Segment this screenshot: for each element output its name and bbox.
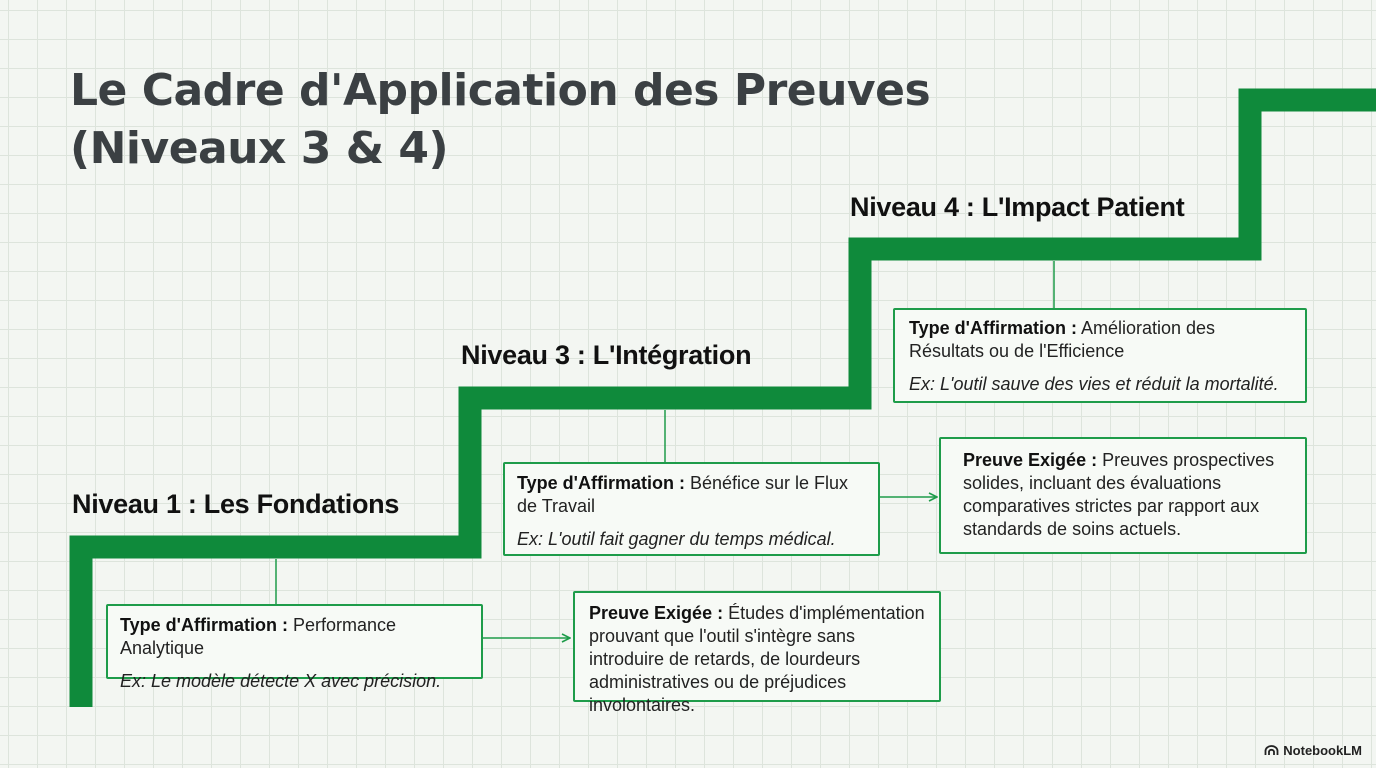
level-1-title: Niveau 1 : Les Fondations bbox=[72, 489, 400, 519]
n3-proof-card: Preuve Exigée : Preuves prospectives sol… bbox=[939, 437, 1307, 554]
n1-claim-example: Ex: Le modèle détecte X avec précision. bbox=[120, 671, 442, 691]
level-4-title: Niveau 4 : L'Impact Patient bbox=[850, 192, 1185, 222]
n3-claim-text: Bénéfice sur le Flux de Travail bbox=[517, 473, 849, 516]
n4-claim-label: Type d'Affirmation : bbox=[909, 318, 1077, 338]
brand-label: NotebookLM bbox=[1283, 743, 1362, 758]
level-3-title: Niveau 3 : L'Intégration bbox=[461, 340, 752, 370]
n1-claim-label: Type d'Affirmation : bbox=[120, 615, 288, 635]
n3-claim-example: Ex: L'outil fait gagner du temps médical… bbox=[517, 529, 836, 549]
n1-claim-card: Type d'Affirmation : Performance Analyti… bbox=[106, 604, 483, 691]
page-title: Le Cadre d'Application des Preuves (Nive… bbox=[70, 62, 970, 178]
n3-proof-label: Preuve Exigée : bbox=[963, 450, 1098, 470]
title-line-1: Le Cadre d'Application des Preuves bbox=[70, 65, 931, 116]
staircase-line bbox=[69, 88, 1376, 707]
n1-proof-text: Études d'implémentation prouvant que l'o… bbox=[589, 603, 925, 715]
n4-claim-card: Type d'Affirmation : Amélioration des Ré… bbox=[893, 308, 1307, 403]
n3-claim-label: Type d'Affirmation : bbox=[517, 473, 685, 493]
n4-claim-text: Amélioration des Résultats ou de l'Effic… bbox=[909, 318, 1216, 361]
n3-claim-card: Type d'Affirmation : Bénéfice sur le Flu… bbox=[503, 462, 880, 556]
n4-claim-example: Ex: L'outil sauve des vies et réduit la … bbox=[909, 374, 1279, 394]
notebooklm-logo-icon bbox=[1264, 745, 1279, 755]
n1-proof-label: Preuve Exigée : bbox=[589, 603, 724, 623]
title-line-2: (Niveaux 3 & 4) bbox=[70, 123, 449, 174]
n1-proof-card: Preuve Exigée : Études d'implémentation … bbox=[573, 591, 941, 715]
n3-proof-text: Preuves prospectives solides, incluant d… bbox=[963, 450, 1275, 539]
notebooklm-brand: NotebookLM bbox=[1264, 743, 1362, 758]
n1-claim-text: Performance Analytique bbox=[120, 615, 396, 658]
